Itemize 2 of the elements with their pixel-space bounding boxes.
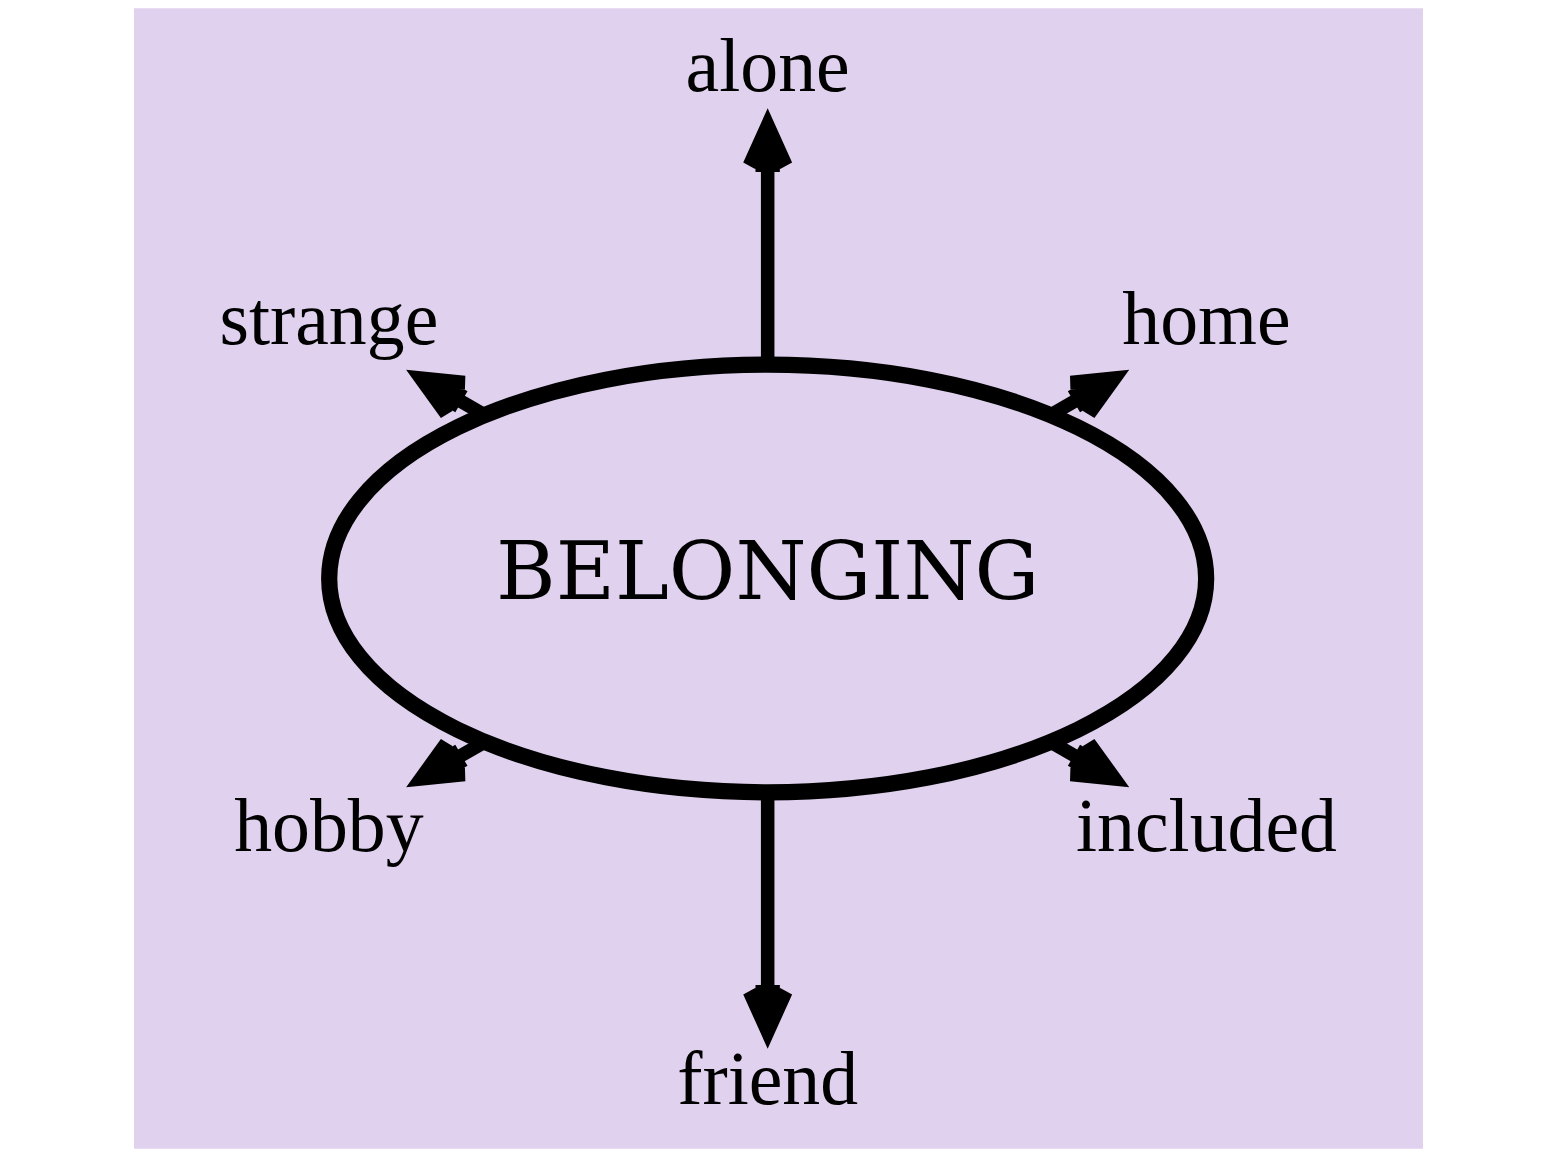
node-text: alone (685, 22, 850, 107)
node-text: friend (676, 1035, 858, 1120)
